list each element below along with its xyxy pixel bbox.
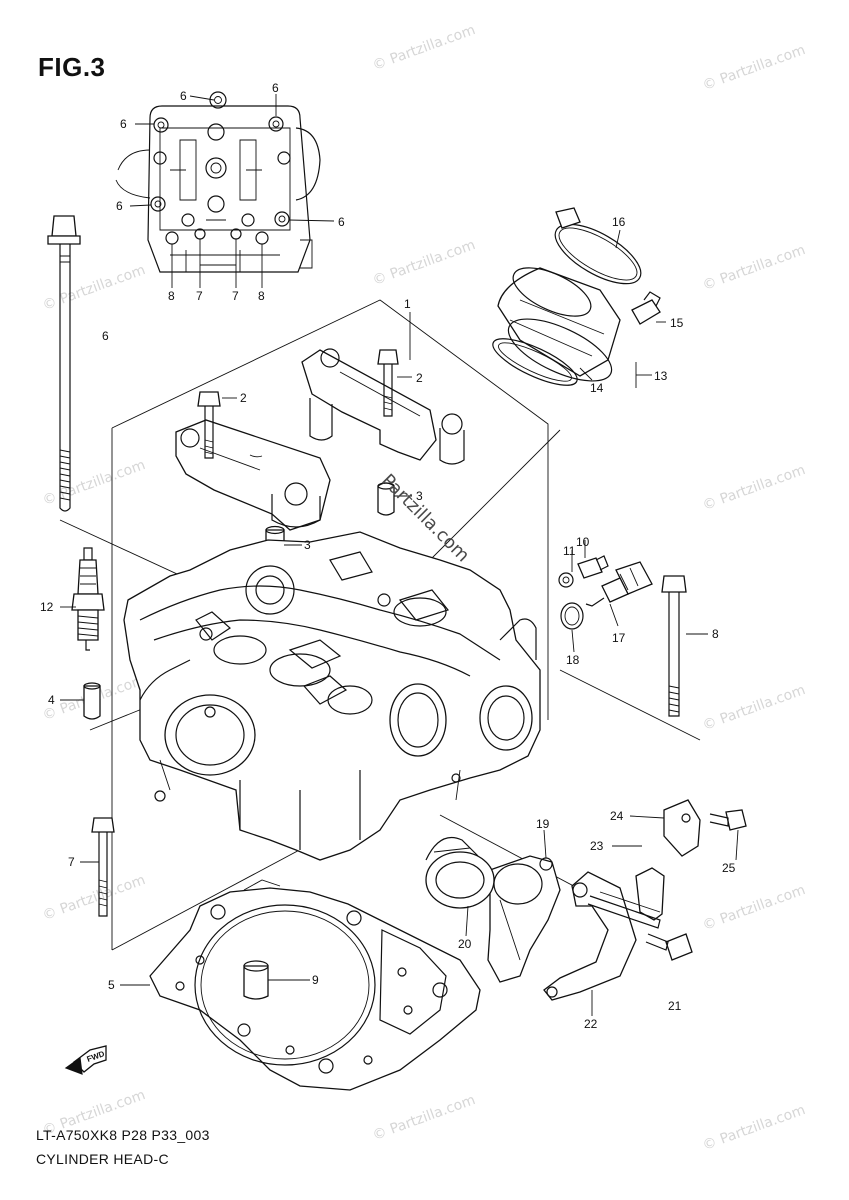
callout-8: 8 bbox=[168, 289, 175, 303]
bolt-part-25 bbox=[709, 809, 747, 831]
callout-2: 2 bbox=[416, 371, 423, 385]
bolts-part-2 bbox=[197, 349, 399, 459]
cam-cap-part-1 bbox=[175, 348, 465, 531]
callout-19: 19 bbox=[536, 817, 550, 831]
callout-8: 8 bbox=[258, 289, 265, 303]
callout-20: 20 bbox=[458, 937, 472, 951]
callout-11: 11 bbox=[563, 544, 576, 558]
callout-9: 9 bbox=[312, 973, 319, 987]
screw-part-15 bbox=[631, 291, 661, 325]
dowel-part-4 bbox=[83, 682, 101, 720]
top-view-callouts bbox=[129, 94, 335, 288]
cylinder-head-body bbox=[123, 531, 541, 861]
head-gasket-part-5 bbox=[149, 879, 481, 1091]
callout-12: 12 bbox=[40, 600, 54, 614]
fwd-arrow-icon: FWD bbox=[64, 1045, 107, 1075]
clamp-part-24 bbox=[663, 799, 701, 857]
callout-2: 2 bbox=[240, 391, 247, 405]
callout-13: 13 bbox=[654, 369, 668, 383]
callout-16: 16 bbox=[612, 215, 626, 229]
spark-plug-part-12 bbox=[71, 547, 105, 651]
clamp-part-16 bbox=[554, 207, 642, 285]
temp-sensor-part-17 bbox=[585, 561, 653, 607]
bolt-part-21 bbox=[645, 933, 693, 961]
callout-5: 5 bbox=[108, 978, 115, 992]
plug-part-10 bbox=[577, 555, 609, 579]
callout-6: 6 bbox=[180, 89, 187, 103]
callout-15: 15 bbox=[670, 316, 684, 330]
callout-3: 3 bbox=[416, 489, 423, 503]
intake-pipe-part-14 bbox=[492, 267, 621, 386]
diagram-name: CYLINDER HEAD-C bbox=[36, 1151, 169, 1167]
callout-6: 6 bbox=[120, 117, 127, 131]
callout-25: 25 bbox=[722, 861, 736, 875]
model-code: LT-A750XK8 P28 P33_003 bbox=[36, 1127, 210, 1143]
callout-10: 10 bbox=[576, 535, 590, 549]
callout-7: 7 bbox=[196, 289, 203, 303]
callout-6: 6 bbox=[272, 81, 279, 95]
callout-21: 21 bbox=[668, 999, 682, 1013]
callout-24: 24 bbox=[610, 809, 624, 823]
bolt-part-7 bbox=[91, 817, 115, 917]
thermostat-part-20 bbox=[425, 836, 495, 909]
callout-1: 1 bbox=[404, 297, 411, 311]
callout-14: 14 bbox=[590, 381, 604, 395]
washer-part-11 bbox=[558, 572, 574, 588]
o-ring-part-18 bbox=[560, 602, 584, 630]
callout-17: 17 bbox=[612, 631, 626, 645]
long-bolt-part-6 bbox=[47, 215, 81, 512]
callout-4: 4 bbox=[48, 693, 55, 707]
callout-8: 8 bbox=[712, 627, 719, 641]
callout-23: 23 bbox=[590, 839, 604, 853]
callout-22: 22 bbox=[584, 1017, 598, 1031]
callout-lines bbox=[60, 229, 739, 1016]
callout-18: 18 bbox=[566, 653, 580, 667]
callout-6: 6 bbox=[116, 199, 123, 213]
dowel-part-9 bbox=[243, 960, 269, 1000]
callout-6: 6 bbox=[102, 329, 109, 343]
pipe-part-23 bbox=[587, 867, 665, 929]
callout-7: 7 bbox=[68, 855, 75, 869]
bolt-part-8 bbox=[661, 575, 687, 717]
cylinder-head-top-view bbox=[115, 91, 321, 273]
thermostat-cover-part-19 bbox=[487, 855, 561, 983]
callout-3: 3 bbox=[304, 538, 311, 552]
callout-7: 7 bbox=[232, 289, 239, 303]
callout-numbers: 1 2 2 3 3 4 5 6 6 6 6 6 6 7 7 7 8 8 8 9 … bbox=[40, 81, 736, 1031]
figure-title: FIG.3 bbox=[38, 52, 106, 82]
callout-6: 6 bbox=[338, 215, 345, 229]
